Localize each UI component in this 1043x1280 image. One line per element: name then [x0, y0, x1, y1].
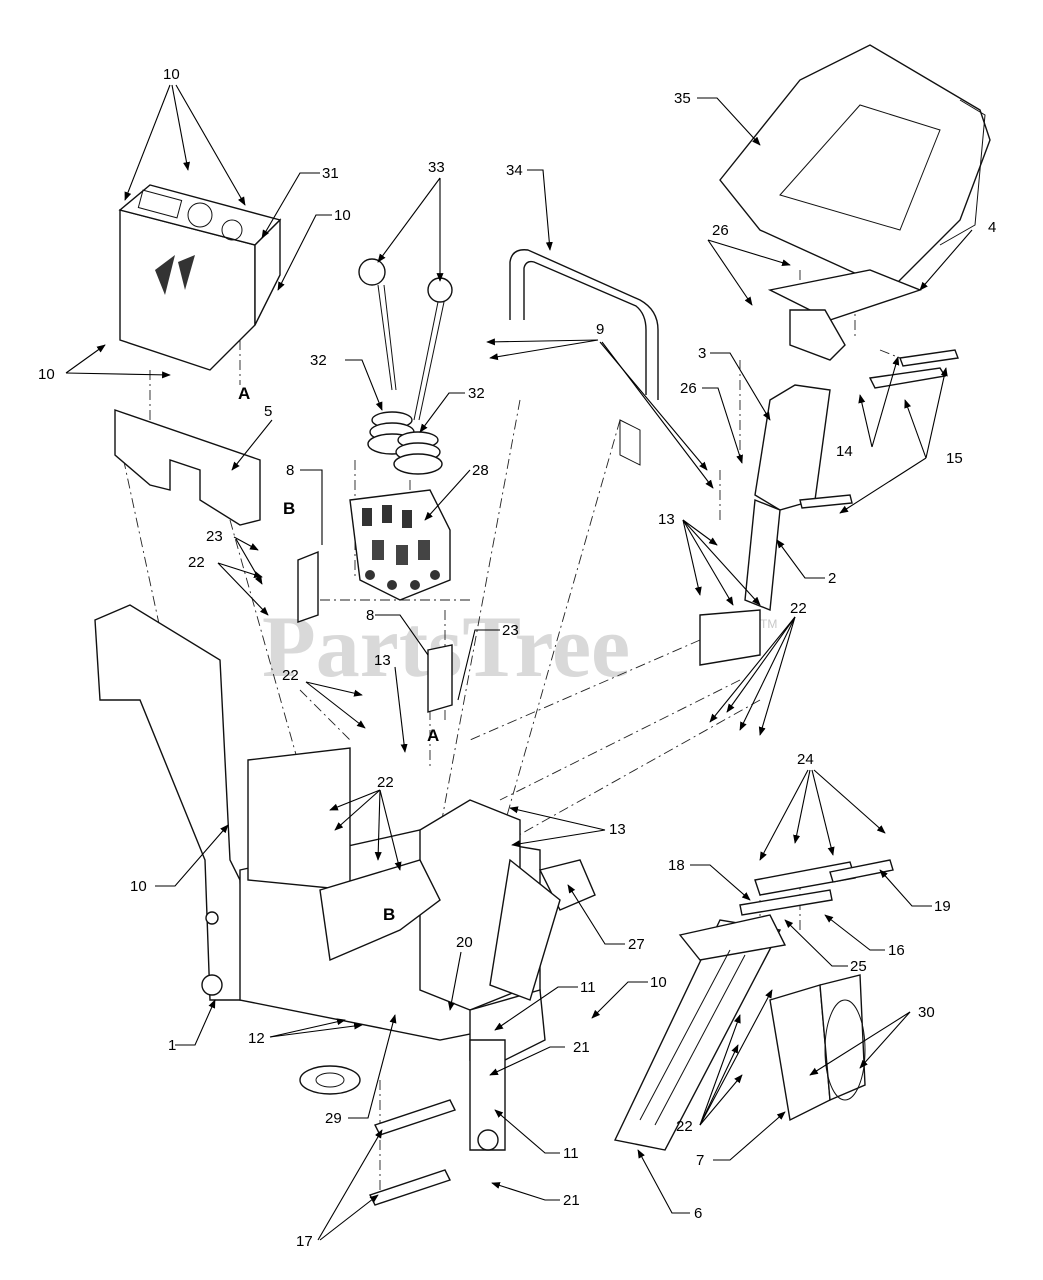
lower-pins: [369, 1099, 456, 1206]
leader-lines: [65, 84, 973, 1241]
reference-letters: A B A B: [238, 384, 439, 924]
callout-11: 11: [563, 1145, 579, 1162]
callout-32: 32: [310, 352, 327, 369]
control-levers: [358, 258, 453, 475]
callout-22: 22: [282, 667, 299, 684]
callout-20: 20: [456, 934, 473, 951]
callout-26: 26: [680, 380, 697, 397]
callout-7: 7: [696, 1152, 704, 1169]
control-panel-housing: [118, 184, 282, 371]
callout-24: 24: [797, 751, 814, 768]
callout-3: 3: [698, 345, 706, 362]
seat-pins: [799, 349, 959, 509]
callout-34: 34: [506, 162, 523, 179]
grab-handle: [509, 249, 659, 466]
ref-letter-b-lower: B: [383, 905, 395, 924]
watermark-trademark: TM: [760, 617, 777, 631]
callout-9: 9: [596, 321, 604, 338]
callout-10: 10: [163, 66, 180, 83]
callout-5: 5: [264, 403, 272, 420]
callout-22: 22: [676, 1118, 693, 1135]
callout-6: 6: [694, 1205, 702, 1222]
callout-28: 28: [472, 462, 489, 479]
callout-4: 4: [988, 219, 996, 236]
callout-1: 1: [168, 1037, 176, 1054]
callout-10: 10: [130, 878, 147, 895]
callout-8: 8: [366, 607, 374, 624]
callout-23: 23: [206, 528, 223, 545]
callout-35: 35: [674, 90, 691, 107]
callout-10: 10: [334, 207, 351, 224]
callout-12: 12: [248, 1030, 265, 1047]
mount-plate: [114, 409, 261, 526]
callout-10: 10: [650, 974, 667, 991]
callout-10: 10: [38, 366, 55, 383]
seat-post: [699, 309, 846, 666]
control-valve: [349, 489, 451, 601]
callout-14: 14: [836, 443, 853, 460]
callout-22: 22: [377, 774, 394, 791]
callout-13: 13: [609, 821, 626, 838]
callout-8: 8: [286, 462, 294, 479]
callout-26: 26: [712, 222, 729, 239]
callout-32: 32: [468, 385, 485, 402]
callout-21: 21: [573, 1039, 590, 1056]
callout-19: 19: [934, 898, 951, 915]
swing-bracket: [769, 974, 866, 1122]
ref-letter-a-upper: A: [238, 384, 250, 403]
boom: [613, 859, 894, 1151]
callout-25: 25: [850, 958, 867, 975]
callout-27: 27: [628, 936, 645, 953]
callout-11: 11: [580, 979, 596, 996]
callout-15: 15: [946, 450, 963, 467]
callout-16: 16: [888, 942, 905, 959]
callout-21: 21: [563, 1192, 580, 1209]
callout-29: 29: [325, 1110, 342, 1127]
seat: [719, 44, 991, 321]
ref-letter-b-upper: B: [283, 499, 295, 518]
callout-31: 31: [322, 165, 339, 182]
callout-17: 17: [296, 1233, 313, 1250]
callout-13: 13: [374, 652, 391, 669]
callout-33: 33: [428, 159, 445, 176]
ref-letter-a-lower: A: [427, 726, 439, 745]
callout-2: 2: [828, 570, 836, 587]
callout-22: 22: [188, 554, 205, 571]
callout-18: 18: [668, 857, 685, 874]
callout-23: 23: [502, 622, 519, 639]
valve-brackets: [297, 550, 453, 713]
pivot-cylinder: [489, 858, 596, 1001]
callout-numbers: 10 31 10 10 33 34 35 26 4 9 3 26 14 15 5…: [38, 66, 996, 1250]
callout-22: 22: [790, 600, 807, 617]
callout-30: 30: [918, 1004, 935, 1021]
callout-13: 13: [658, 511, 675, 528]
